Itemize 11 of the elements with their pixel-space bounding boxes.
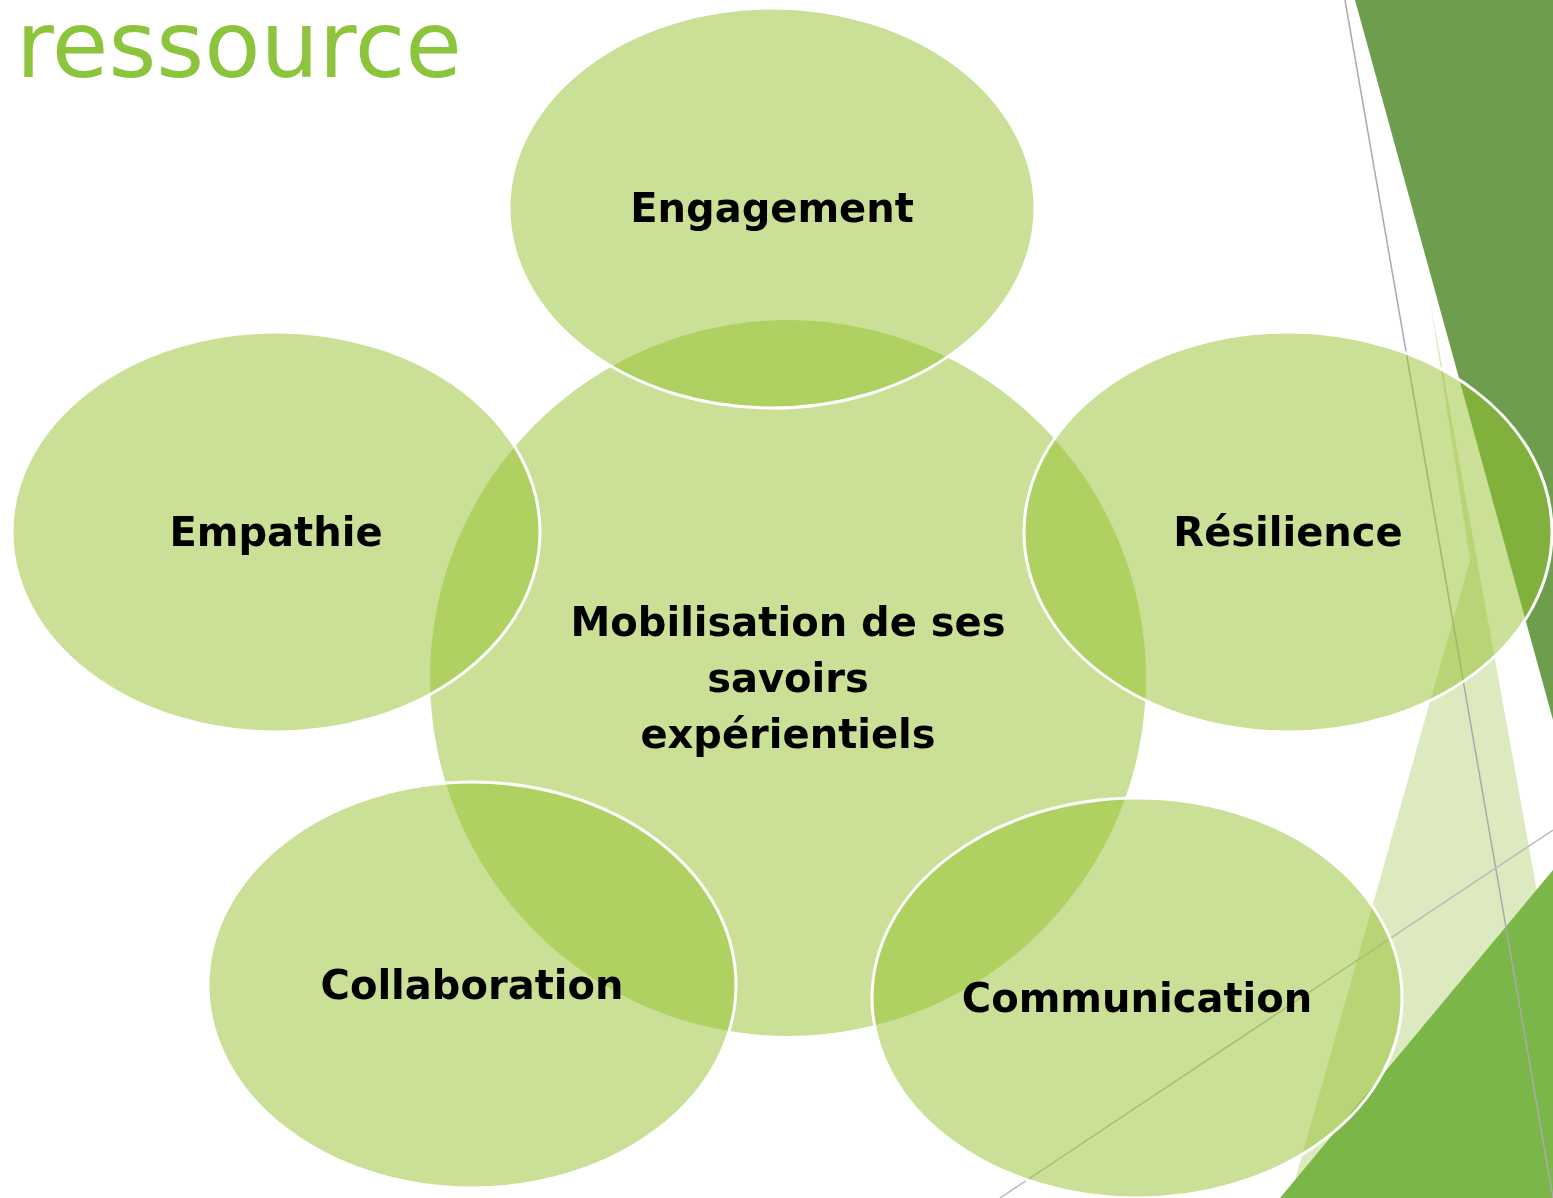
node-label: Collaboration (319, 961, 625, 1010)
ellipse-node (12, 332, 540, 732)
node-label: Mobilisation de ses savoirs expérientiels (569, 598, 1007, 759)
ellipse-node (1024, 332, 1552, 732)
node-label: Résilience (1172, 508, 1404, 557)
ellipse-node (509, 8, 1035, 408)
node-label: Communication (960, 974, 1314, 1023)
ellipse-node (208, 782, 736, 1188)
node-label: Engagement (629, 184, 915, 233)
node-label: Empathie (168, 508, 384, 557)
slide-title: ressource (16, 0, 462, 99)
